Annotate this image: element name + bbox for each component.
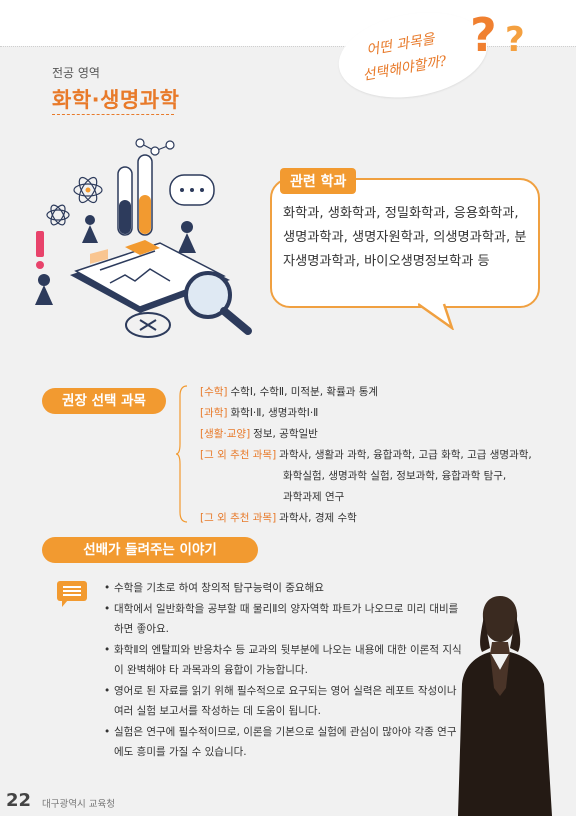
recommended-category: [그 외 추천 과목] xyxy=(200,449,277,461)
science-illustration xyxy=(35,138,252,338)
brace-divider xyxy=(176,385,188,523)
recommended-subjects: 수학Ⅰ, 수학Ⅱ, 미적분, 확률과 통계 xyxy=(230,386,379,398)
person-silhouette-icon xyxy=(458,596,552,816)
recommended-row: [그 외 추천 과목]과학사, 생활과 과학, 융합과학, 고급 화학, 고급 … xyxy=(200,447,532,462)
recommended-continuation: 과학과제 연구 xyxy=(283,491,345,503)
list-item: 영어로 된 자료를 읽기 위해 필수적으로 요구되는 영어 실력은 레포트 작성… xyxy=(104,681,464,721)
list-item: 화학Ⅱ의 엔탈피와 반응차수 등 교과의 뒷부분에 나오는 내용에 대한 이론적… xyxy=(104,640,464,680)
story-tag: 선배가 들려주는 이야기 xyxy=(42,537,258,563)
chat-bubble-icon xyxy=(57,581,87,607)
recommended-category: [수학] xyxy=(200,386,228,398)
question-mark-icon: ? xyxy=(470,8,497,62)
recommended-row: [그 외 추천 과목]과학사, 경제 수학 xyxy=(200,510,357,525)
question-mark-icon: ? xyxy=(505,20,525,60)
clipboard-icon xyxy=(70,240,230,313)
exclamation-icon xyxy=(36,231,44,269)
recommended-subjects: 과학사, 생활과 과학, 융합과학, 고급 화학, 고급 생명과학, xyxy=(279,449,532,461)
list-item: 대학에서 일반화학을 공부할 때 물리Ⅱ의 양자역학 파트가 나오므로 미리 대… xyxy=(104,599,464,639)
divider xyxy=(0,46,576,47)
recommended-category: [그 외 추천 과목] xyxy=(200,512,277,524)
departments-tag: 관련 학과 xyxy=(280,168,357,194)
recommended-tag: 권장 선택 과목 xyxy=(42,388,166,414)
recommended-subjects: 과학사, 경제 수학 xyxy=(279,512,357,524)
list-item: 실험은 연구에 필수적이므로, 이론을 기본으로 실험에 관심이 많아야 각종 … xyxy=(104,722,464,762)
magnifier-icon xyxy=(184,271,252,335)
departments-list: 화학과, 생화학과, 정밀화학과, 응용화학과, 생명과학과, 생명자원학과, … xyxy=(283,206,527,269)
list-item: 수학을 기초로 하여 창의적 탐구능력이 중요해요 xyxy=(104,578,464,598)
chat-bubble-icon xyxy=(169,174,215,206)
atom-icon xyxy=(46,176,103,226)
recommended-row: [수학]수학Ⅰ, 수학Ⅱ, 미적분, 확률과 통계 xyxy=(200,384,378,399)
shield-icon xyxy=(125,312,171,338)
recommended-row: [과학]화학Ⅰ·Ⅱ, 생명과학Ⅰ·Ⅱ xyxy=(200,405,318,420)
recommended-row: [생활·교양]정보, 공학일반 xyxy=(200,426,318,441)
speech-tail xyxy=(418,302,454,330)
recommended-continuation: 화학실험, 생명과학 실험, 정보과학, 융합과학 탐구, xyxy=(283,470,507,482)
recommended-category: [과학] xyxy=(200,407,228,419)
departments-box xyxy=(270,178,540,308)
story-tips: 수학을 기초로 하여 창의적 탐구능력이 중요해요 대학에서 일반화학을 공부할… xyxy=(104,578,464,763)
recommended-category: [생활·교양] xyxy=(200,428,251,440)
test-tube-icon xyxy=(117,154,153,236)
recommended-subjects: 정보, 공학일반 xyxy=(253,428,318,440)
title-underline xyxy=(52,114,174,115)
page-number: 22 xyxy=(6,790,32,811)
recommended-subjects: 화학Ⅰ·Ⅱ, 생명과학Ⅰ·Ⅱ xyxy=(230,407,319,419)
major-title: 화학·생명과학 xyxy=(52,88,180,112)
publisher: 대구광역시 교육청 xyxy=(42,799,115,810)
major-label: 전공 영역 xyxy=(52,66,100,80)
